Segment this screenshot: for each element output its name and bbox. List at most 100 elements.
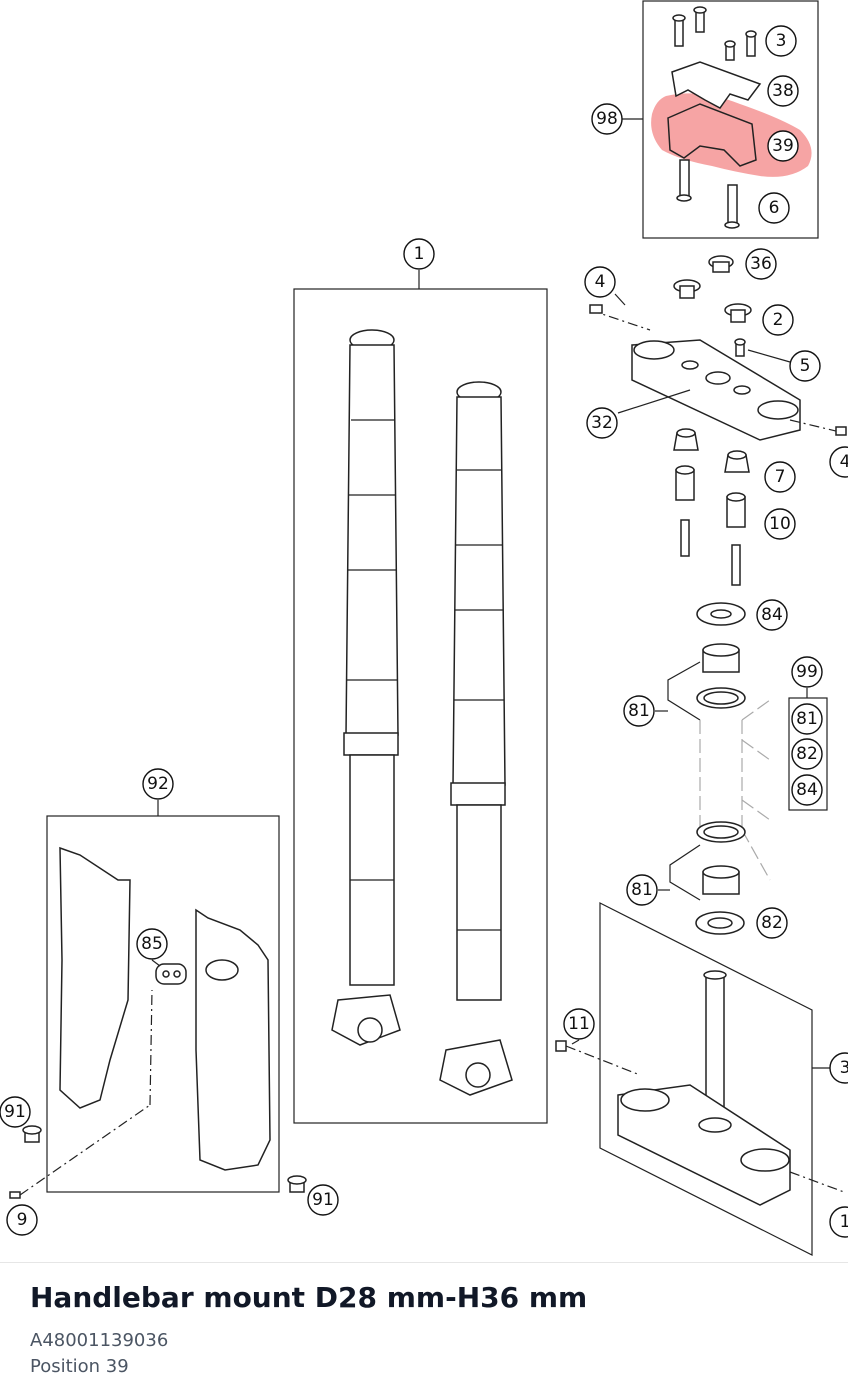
callout-label: 92 bbox=[147, 774, 169, 794]
callout-91[interactable]: 91 bbox=[307, 1184, 339, 1216]
steering-head-outline bbox=[699, 699, 771, 881]
lower-triple-clamp bbox=[617, 970, 791, 1206]
callout-label: 84 bbox=[761, 605, 783, 625]
callout-81[interactable]: 81 bbox=[623, 695, 655, 727]
callout-circle bbox=[762, 304, 794, 336]
callout-5[interactable]: 5 bbox=[789, 350, 821, 382]
nut-36 bbox=[708, 255, 734, 273]
screw-9 bbox=[9, 1191, 21, 1199]
callout-circle bbox=[764, 461, 796, 493]
callout-circle bbox=[791, 656, 823, 688]
callout-label: 6 bbox=[769, 198, 780, 218]
bolt-3 bbox=[672, 6, 757, 61]
callout-label: 81 bbox=[796, 709, 818, 729]
group-box-1 bbox=[293, 288, 548, 1124]
bushing-10 bbox=[675, 465, 746, 586]
callout-label: 1 bbox=[414, 244, 425, 264]
callout-circle bbox=[626, 874, 658, 906]
pinch-bolt-11 bbox=[555, 1040, 845, 1193]
callout-81[interactable]: 81 bbox=[626, 874, 658, 906]
fork-guard-right bbox=[195, 908, 271, 1171]
group-box-3 bbox=[599, 902, 813, 1256]
callout-84[interactable]: 84 bbox=[791, 774, 823, 806]
callout-circle bbox=[765, 25, 797, 57]
callout-circle bbox=[403, 238, 435, 270]
callout-circle bbox=[745, 248, 777, 280]
callout-label: 7 bbox=[775, 467, 786, 487]
bolt-6 bbox=[676, 159, 740, 229]
callout-circle bbox=[563, 1008, 595, 1040]
callout-36[interactable]: 36 bbox=[745, 248, 777, 280]
callout-label: 5 bbox=[800, 356, 811, 376]
callout-6[interactable]: 6 bbox=[758, 192, 790, 224]
callout-circle bbox=[767, 75, 799, 107]
callout-label: 38 bbox=[772, 81, 794, 101]
clip-91 bbox=[22, 1125, 307, 1193]
callout-85[interactable]: 85 bbox=[136, 928, 168, 960]
callout-circle bbox=[791, 703, 823, 735]
bearing-81-lower bbox=[696, 821, 746, 895]
callout-label: 81 bbox=[631, 880, 653, 900]
callout-32[interactable]: 32 bbox=[586, 407, 618, 439]
callout-circle bbox=[591, 103, 623, 135]
callout-circle bbox=[829, 446, 848, 478]
callout-label: 9 bbox=[17, 1210, 28, 1230]
part-title: Handlebar mount D28 mm-H36 mm bbox=[30, 1281, 588, 1314]
callout-circle bbox=[829, 1206, 848, 1238]
callout-91[interactable]: 91 bbox=[0, 1096, 31, 1128]
callout-circle bbox=[6, 1204, 38, 1236]
callout-label: 99 bbox=[796, 662, 818, 682]
callout-3[interactable]: 3 bbox=[829, 1052, 848, 1084]
callout-circle bbox=[307, 1184, 339, 1216]
callout-2[interactable]: 2 bbox=[762, 304, 794, 336]
callout-label: 2 bbox=[773, 310, 784, 330]
callout-9[interactable]: 9 bbox=[6, 1204, 38, 1236]
callout-7[interactable]: 7 bbox=[764, 461, 796, 493]
callout-39[interactable]: 39 bbox=[767, 130, 799, 162]
callout-3[interactable]: 3 bbox=[765, 25, 797, 57]
bushing-7 bbox=[673, 428, 750, 473]
callout-label: 98 bbox=[596, 109, 618, 129]
callout-38[interactable]: 38 bbox=[767, 75, 799, 107]
fork-guard-left bbox=[59, 846, 131, 1109]
callout-label: 10 bbox=[769, 514, 791, 534]
clamp-38 bbox=[671, 61, 762, 109]
callout-label: 39 bbox=[772, 136, 794, 156]
callout-82[interactable]: 82 bbox=[791, 738, 823, 770]
callout-4[interactable]: 4 bbox=[829, 446, 848, 478]
bearing-81-upper bbox=[696, 643, 746, 709]
callout-label: 84 bbox=[796, 780, 818, 800]
callout-circle bbox=[756, 599, 788, 631]
pinch-bolt-4 bbox=[589, 304, 847, 436]
upper-triple-clamp bbox=[631, 339, 801, 441]
callout-98[interactable]: 98 bbox=[591, 103, 623, 135]
callout-label: 82 bbox=[761, 913, 783, 933]
callout-circle bbox=[136, 928, 168, 960]
callout-81[interactable]: 81 bbox=[791, 703, 823, 735]
callout-11[interactable]: 11 bbox=[563, 1008, 595, 1040]
callout-circle bbox=[0, 1096, 31, 1128]
callout-99[interactable]: 99 bbox=[791, 656, 823, 688]
callout-label: 91 bbox=[4, 1102, 26, 1122]
callout-circle bbox=[791, 774, 823, 806]
callout-84[interactable]: 84 bbox=[756, 599, 788, 631]
callout-10[interactable]: 10 bbox=[764, 508, 796, 540]
fork-leg-left bbox=[331, 329, 401, 1046]
callout-circle bbox=[584, 266, 616, 298]
callout-92[interactable]: 92 bbox=[142, 768, 174, 800]
callout-label: 36 bbox=[750, 254, 772, 274]
callout-label: 91 bbox=[312, 1190, 334, 1210]
callout-circle bbox=[829, 1052, 848, 1084]
callout-label: 82 bbox=[796, 744, 818, 764]
group-box-92 bbox=[46, 815, 280, 1193]
callout-label: 1 bbox=[840, 1212, 848, 1232]
callout-82[interactable]: 82 bbox=[756, 907, 788, 939]
seal-82 bbox=[695, 911, 745, 935]
callout-label: 3 bbox=[776, 31, 787, 51]
callout-1[interactable]: 1 bbox=[829, 1206, 848, 1238]
callout-1[interactable]: 1 bbox=[403, 238, 435, 270]
callout-circle bbox=[789, 350, 821, 382]
callout-4[interactable]: 4 bbox=[584, 266, 616, 298]
part-position: Position 39 bbox=[30, 1356, 129, 1377]
